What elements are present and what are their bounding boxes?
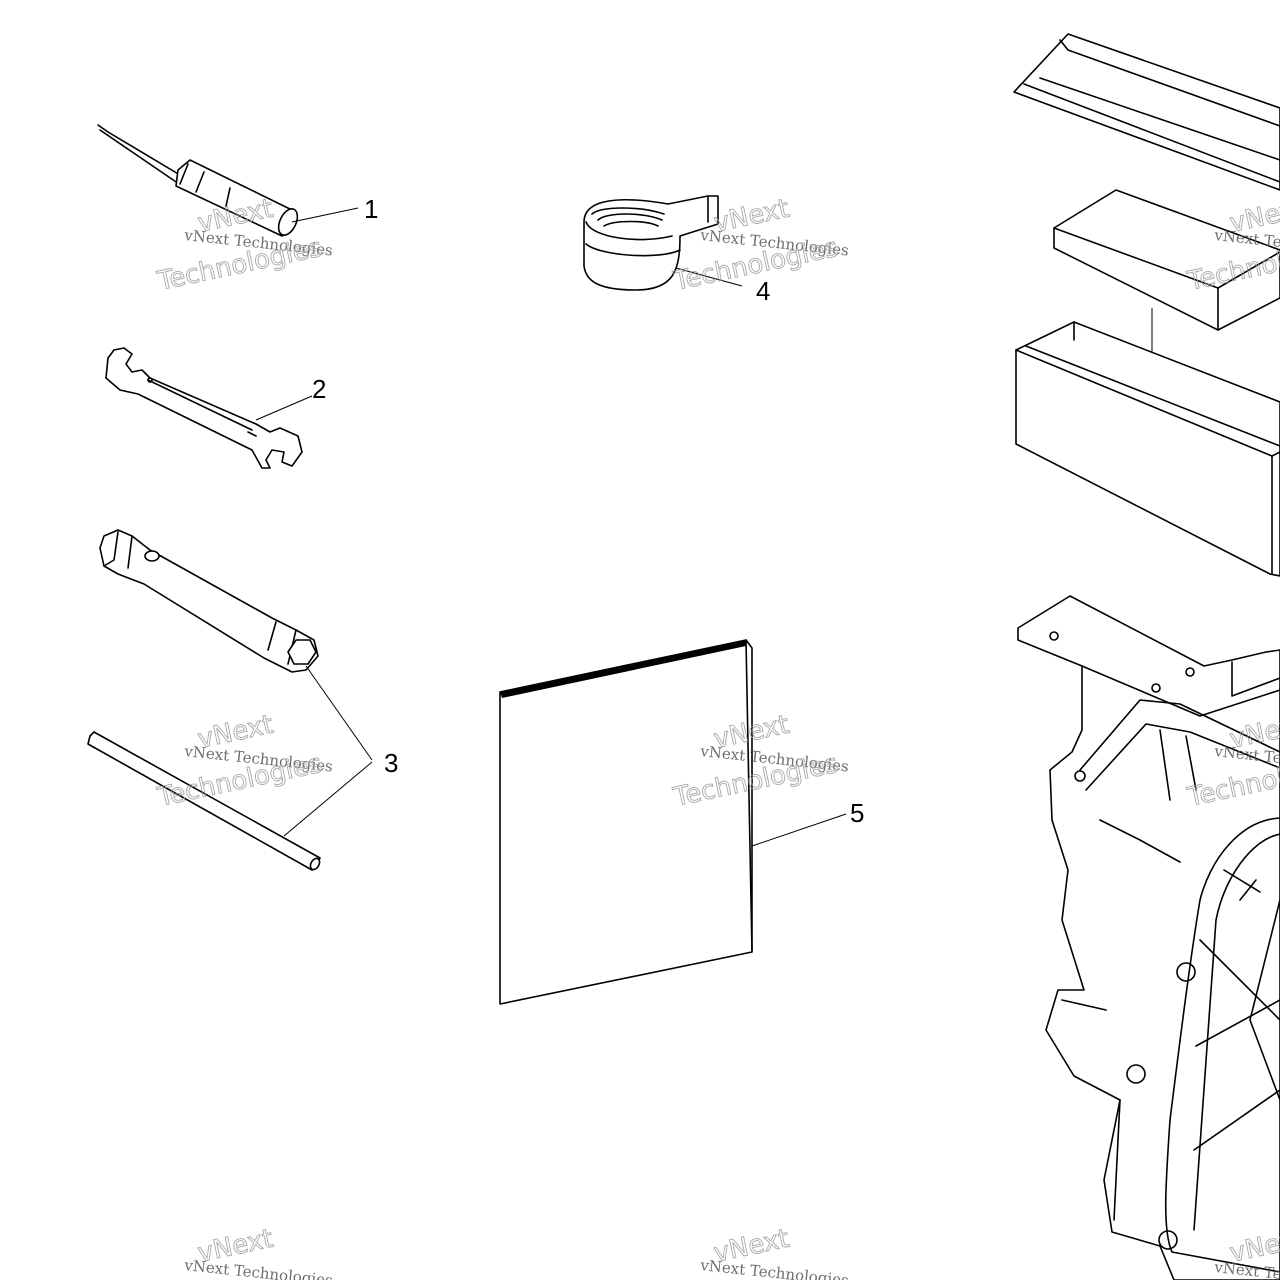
callout-5: 5	[850, 798, 864, 828]
svg-text:vNext Technologies: vNext Technologies	[699, 1256, 850, 1280]
fan-housing[interactable]	[1017, 595, 1280, 1280]
callout-4: 4	[756, 276, 770, 306]
callout-2: 2	[312, 374, 326, 404]
tape-roll[interactable]	[583, 195, 719, 291]
leader-1	[291, 207, 359, 223]
spark-plug-socket[interactable]	[99, 529, 319, 673]
screwdriver[interactable]	[97, 124, 301, 238]
leader-3b	[283, 761, 373, 837]
leader-4	[675, 267, 743, 287]
leader-3a	[305, 665, 373, 761]
leader-5	[751, 813, 847, 847]
svg-text:vNext Technologies: vNext Technologies	[1213, 1258, 1280, 1280]
foam-insert[interactable]	[1053, 189, 1280, 331]
callout-3: 3	[384, 748, 398, 778]
tommy-bar[interactable]	[87, 731, 321, 871]
watermark-mid-left: vNext vNext Technologies Technologies	[154, 709, 334, 813]
wrench[interactable]	[105, 347, 303, 469]
tool-box-lid[interactable]	[1013, 33, 1280, 191]
owners-manual[interactable]	[499, 639, 753, 1005]
watermark-top-left: vNext vNext Technologies Technologies	[154, 193, 334, 297]
leader-2	[255, 395, 313, 421]
svg-text:vNext Technologies: vNext Technologies	[183, 1256, 334, 1280]
watermark-bottom-left: vNext vNext Technologies	[183, 1223, 334, 1280]
watermark-bottom-center: vNext vNext Technologies	[699, 1223, 850, 1280]
tool-box-tray[interactable]	[1015, 321, 1280, 577]
callout-1: 1	[364, 194, 378, 224]
